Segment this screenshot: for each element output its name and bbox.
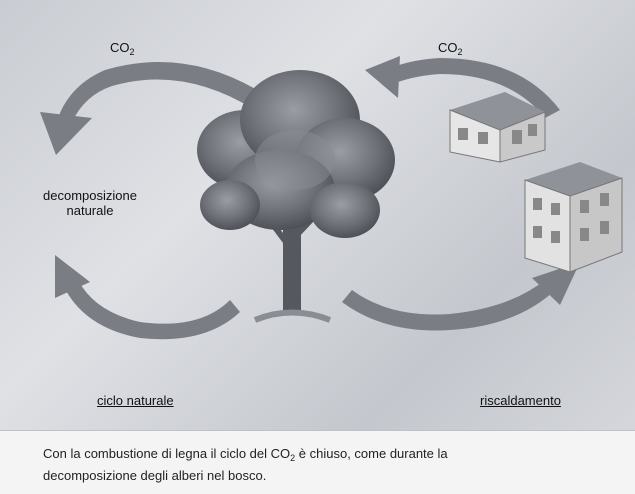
cycle-arrow-icon	[342, 262, 580, 331]
cycle-arrow-icon	[55, 255, 240, 340]
caption-subscript: 2	[290, 453, 296, 463]
co2-label-left-text: CO	[110, 40, 130, 55]
caption-text: Con la combustione di legna il ciclo del…	[43, 445, 563, 484]
decomposition-label-line1: decomposizione	[43, 188, 137, 203]
house-icon	[449, 92, 546, 163]
caption-part1: Con la combustione di legna il ciclo del…	[43, 446, 291, 461]
caption-line2: decomposizione degli alberi nel bosco.	[43, 468, 267, 483]
tree-icon	[197, 70, 395, 323]
caption-panel	[0, 430, 635, 494]
decomposition-label: decomposizione naturale	[20, 188, 160, 218]
caption-line1: Con la combustione di legna il ciclo del…	[43, 445, 563, 467]
co2-label-right-subscript: 2	[457, 47, 463, 57]
heating-label: riscaldamento	[480, 393, 561, 408]
cycle-arrow-icon	[365, 56, 560, 118]
decomposition-label-line2: naturale	[66, 203, 114, 218]
co2-label-right: CO2	[438, 40, 463, 60]
apartment-building-icon	[524, 162, 623, 273]
co2-label-right-text: CO	[438, 40, 458, 55]
natural-cycle-label: ciclo naturale	[97, 393, 174, 408]
co2-label-left-subscript: 2	[129, 47, 135, 57]
cycle-arrow-icon	[40, 61, 270, 155]
co2-label-left: CO2	[110, 40, 135, 60]
diagram-graphics	[40, 56, 623, 340]
caption-part2: è chiuso, come durante la	[295, 446, 448, 461]
